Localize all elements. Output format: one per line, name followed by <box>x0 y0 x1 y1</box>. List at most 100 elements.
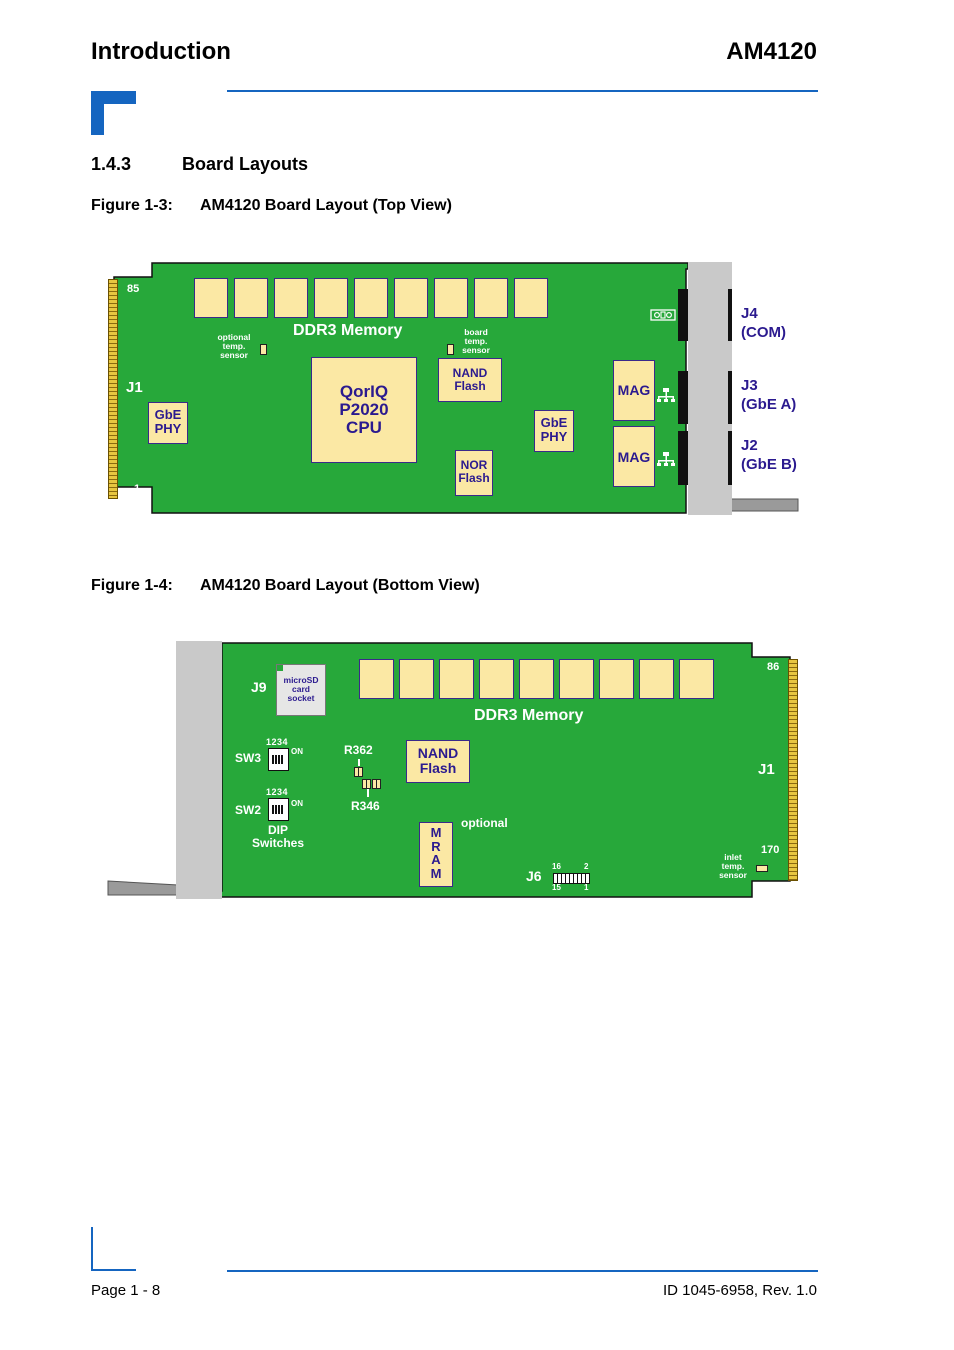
ddr3-chip <box>559 659 594 699</box>
sw3-dip-switch <box>268 748 289 771</box>
j2-connector-edge <box>728 431 732 485</box>
sw3-pin-numbers: 1234 <box>266 737 289 747</box>
figure1-front-panel <box>688 262 732 515</box>
section-number: 1.4.3 <box>91 154 132 174</box>
figure2-front-panel <box>176 641 222 899</box>
header-rule <box>227 90 818 92</box>
j6-pin16: 16 <box>552 862 561 871</box>
r346-label: R346 <box>351 799 380 813</box>
ddr3-chip <box>274 278 308 318</box>
footer-corner-mark <box>91 1227 136 1271</box>
j4-connector-edge <box>728 289 732 341</box>
mram-optional-label: optional <box>461 816 508 830</box>
r346-resistor <box>376 779 381 789</box>
r346-resistor <box>366 779 371 789</box>
j6-pin1: 1 <box>584 883 589 892</box>
figure1-j3-label: J3(GbE A) <box>741 377 797 413</box>
ddr3-chip <box>439 659 474 699</box>
j4-connector <box>678 289 688 341</box>
sw2-pin-numbers: 1234 <box>266 787 289 797</box>
ddr3-chip <box>314 278 348 318</box>
ddr3-chip <box>474 278 508 318</box>
network-icon <box>657 388 675 402</box>
header-left: Introduction <box>91 38 231 65</box>
figure1-ddr3-label: DDR3 Memory <box>293 322 403 339</box>
ddr3-chip <box>234 278 268 318</box>
ddr3-chip <box>359 659 394 699</box>
j6-pin15: 15 <box>552 883 561 892</box>
j6-pin2: 2 <box>584 862 589 871</box>
ddr3-chip <box>434 278 468 318</box>
figure2-title: AM4120 Board Layout (Bottom View) <box>200 577 480 594</box>
board-temp-sensor <box>447 344 454 355</box>
figure2-j9-label: J9 <box>251 679 267 695</box>
j6-label: J6 <box>526 868 542 884</box>
figure1-pin1: 1 <box>134 483 141 495</box>
figure1-j1-label: J1 <box>126 379 143 396</box>
figure2-j1-label: J1 <box>758 761 775 778</box>
figure1-mag-a: MAG <box>613 360 655 421</box>
figure1-j4-label: J4(COM) <box>741 305 786 341</box>
figure2-pin86: 86 <box>767 661 780 673</box>
ddr3-chip <box>479 659 514 699</box>
ddr3-chip <box>394 278 428 318</box>
ddr3-chip <box>639 659 674 699</box>
r346-leader <box>367 789 369 797</box>
r362-label: R362 <box>344 743 373 757</box>
sw2-dip-switch <box>268 798 289 821</box>
optional-temp-sensor <box>260 344 267 355</box>
j3-connector-edge <box>728 371 732 424</box>
header-right: AM4120 <box>726 38 817 65</box>
figure1-pin85: 85 <box>127 283 140 295</box>
network-icon <box>657 452 675 466</box>
corner-mark <box>91 91 136 135</box>
ddr3-chip <box>354 278 388 318</box>
figure1-j2-label: J2(GbE B) <box>741 437 797 473</box>
ddr3-chip <box>519 659 554 699</box>
figure1-title: AM4120 Board Layout (Top View) <box>200 197 452 214</box>
ddr3-chip <box>514 278 548 318</box>
r362-resistor <box>358 767 363 777</box>
ddr3-chip <box>599 659 634 699</box>
figure1-mag-b: MAG <box>613 426 655 487</box>
ddr3-chip <box>194 278 228 318</box>
footer-page: Page 1 - 8 <box>91 1282 161 1299</box>
figure1-label: Figure 1-3: <box>91 197 173 214</box>
sw2-on-label: ON <box>291 799 303 808</box>
j2-connector <box>678 431 688 485</box>
section-title: Board Layouts <box>182 154 309 174</box>
figure1-edge-connector <box>108 279 118 499</box>
figure2-ddr3-label: DDR3 Memory <box>474 707 584 724</box>
figure2-label: Figure 1-4: <box>91 577 173 594</box>
j3-connector <box>678 371 688 424</box>
footer-doc-id: ID 1045-6958, Rev. 1.0 <box>663 1282 817 1299</box>
figure2-pcb-outline <box>107 642 791 898</box>
figure2-edge-connector <box>788 659 798 881</box>
sw3-label: SW3 <box>235 751 262 765</box>
r362-leader <box>358 759 360 766</box>
figure2-pin170: 170 <box>761 844 780 856</box>
ddr3-chip <box>679 659 714 699</box>
sw3-on-label: ON <box>291 747 303 756</box>
serial-port-icon <box>650 309 676 321</box>
footer-rule <box>227 1270 818 1272</box>
sw2-label: SW2 <box>235 803 262 817</box>
j6-header <box>553 873 590 884</box>
inlet-temp-sensor <box>756 865 768 872</box>
ddr3-chip <box>399 659 434 699</box>
